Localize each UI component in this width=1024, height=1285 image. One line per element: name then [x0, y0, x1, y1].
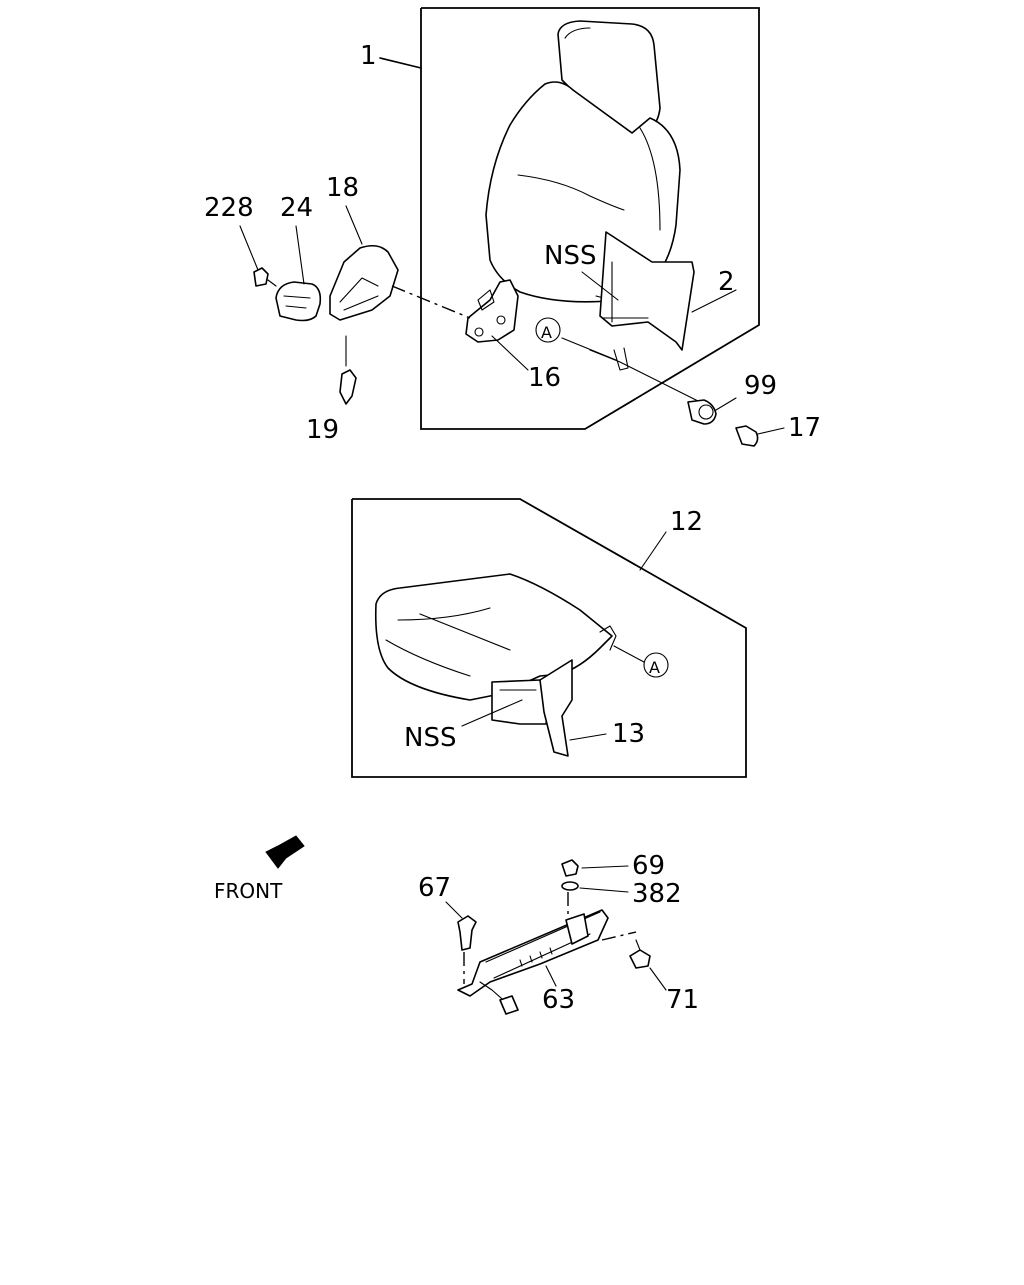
leader-17 [757, 427, 785, 435]
callout-382: 382 [632, 879, 682, 909]
callout-12: 12 [670, 507, 703, 537]
screw-19 [339, 369, 357, 405]
ref-circle-a-bottom [643, 652, 669, 678]
leader-63 [545, 965, 557, 987]
bolt-17 [735, 425, 759, 447]
callout-13: 13 [612, 719, 645, 749]
callout-69: 69 [632, 851, 665, 881]
seat-rail-group [265, 835, 667, 1015]
leader-71 [649, 967, 667, 991]
leader-67 [445, 901, 463, 919]
bushing-99 [687, 399, 717, 425]
leader-24 [295, 225, 305, 285]
callout-1: 1 [360, 41, 377, 71]
leader-228 [239, 225, 259, 271]
seat-cushion-frame [351, 498, 747, 778]
seat-cushion-group [351, 498, 747, 778]
ref-circle-a-top [535, 317, 561, 343]
washer-382 [561, 881, 579, 891]
front-arrow-icon [265, 835, 305, 869]
screw-228 [253, 267, 269, 287]
side-cover-2 [599, 231, 695, 351]
callout-228: 228 [204, 193, 254, 223]
label-nss-bottom: NSS [404, 723, 456, 753]
leader-99 [715, 397, 737, 411]
callout-24: 24 [280, 193, 313, 223]
hinge-bracket [465, 279, 519, 343]
front-cover [491, 679, 549, 725]
leader-1 [379, 57, 422, 69]
bolt-71 [629, 949, 651, 969]
callout-2: 2 [718, 267, 735, 297]
centerline-knob [391, 285, 471, 319]
side-panel-13 [539, 659, 573, 757]
ref-letter-a-top: A [541, 323, 552, 342]
label-nss-top: NSS [544, 241, 596, 271]
seat-back-frame [420, 7, 760, 430]
nut-69 [561, 859, 579, 877]
leader-nss-bottom [461, 699, 523, 727]
leader-2 [691, 289, 737, 313]
seat-back-group [239, 7, 785, 447]
bolt-67 [457, 915, 477, 951]
label-front: FRONT [214, 879, 283, 903]
callout-17: 17 [788, 413, 821, 443]
leader-382 [579, 887, 629, 893]
leader-nss-top [581, 271, 619, 301]
ref-letter-a-bottom: A [649, 658, 660, 677]
leader-13 [569, 733, 607, 741]
leader-69 [581, 865, 629, 869]
callout-19: 19 [306, 415, 339, 445]
callout-71: 71 [666, 985, 699, 1015]
leader-12 [639, 531, 667, 571]
leader-ref-a-top [561, 337, 617, 361]
seat-cushion [374, 573, 613, 701]
leader-16 [491, 335, 529, 371]
callout-16: 16 [528, 363, 561, 393]
callout-67: 67 [418, 873, 451, 903]
recliner-cover-18 [329, 244, 399, 321]
callout-18: 18 [326, 173, 359, 203]
leader-ref-a-bottom [613, 645, 645, 663]
callout-63: 63 [542, 985, 575, 1015]
knob-cap-24 [275, 281, 322, 322]
leader-18 [345, 205, 363, 245]
callout-99: 99 [744, 371, 777, 401]
